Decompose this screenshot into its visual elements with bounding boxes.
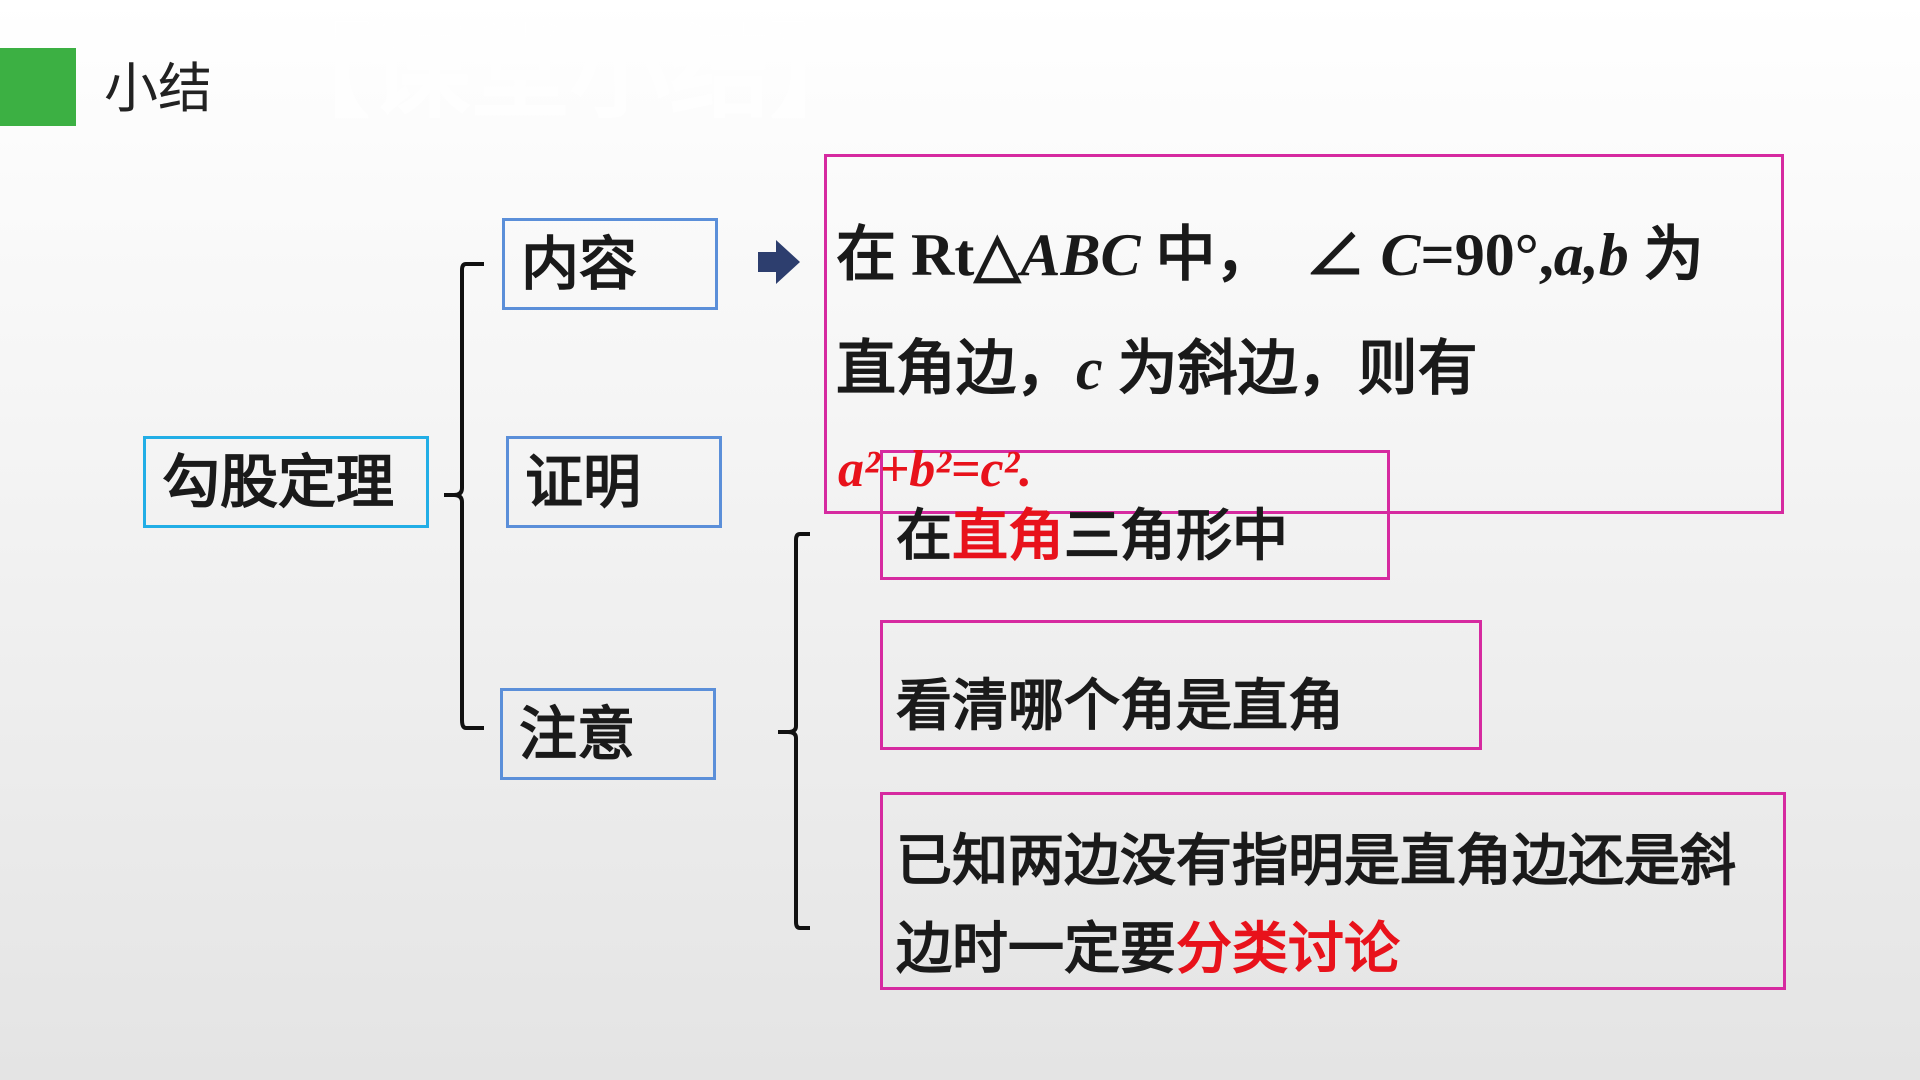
theorem-line-1: 在 Rt△ABC 中， ∠ C=90°,a,b 为	[836, 222, 1704, 288]
pythagorean-formula: a²+b²=c².	[838, 441, 1033, 498]
slide-title: 小结	[104, 57, 212, 120]
branch-box-notes: 注意	[500, 688, 716, 780]
theorem-statement: 在 Rt△ABC 中， ∠ C=90°,a,b 为 直角边，c 为斜边，则有	[836, 198, 1776, 426]
branch-label-content: 内容	[521, 230, 638, 298]
arrow-right-icon	[758, 240, 800, 284]
note-text-2: 看清哪个角是直角	[896, 674, 1344, 739]
title-accent-bar	[0, 48, 76, 126]
note-1-highlight: 直角	[952, 504, 1064, 569]
theorem-content-box	[824, 154, 1784, 514]
branch-box-content: 内容	[502, 218, 718, 310]
root-concept-label: 勾股定理	[162, 448, 395, 516]
branch-label-proof: 证明	[525, 448, 642, 516]
note-box-3	[880, 792, 1786, 990]
note-text-1: 在直角三角形中	[896, 504, 1288, 569]
note-text-3: 已知两边没有指明是直角边还是斜边时一定要分类讨论	[896, 829, 1736, 982]
note-box-1	[880, 450, 1390, 580]
notes-brace	[778, 532, 810, 930]
note-box-2	[880, 620, 1482, 750]
branch-label-notes: 注意	[519, 700, 636, 768]
main-brace	[444, 262, 484, 730]
title-watermark: 【课堂小结】	[270, 15, 870, 132]
note-3-highlight: 分类讨论	[1176, 917, 1400, 982]
branch-box-proof: 证明	[506, 436, 722, 528]
theorem-line-2: 直角边，c 为斜边，则有	[836, 336, 1478, 402]
root-concept-box: 勾股定理	[143, 436, 429, 528]
